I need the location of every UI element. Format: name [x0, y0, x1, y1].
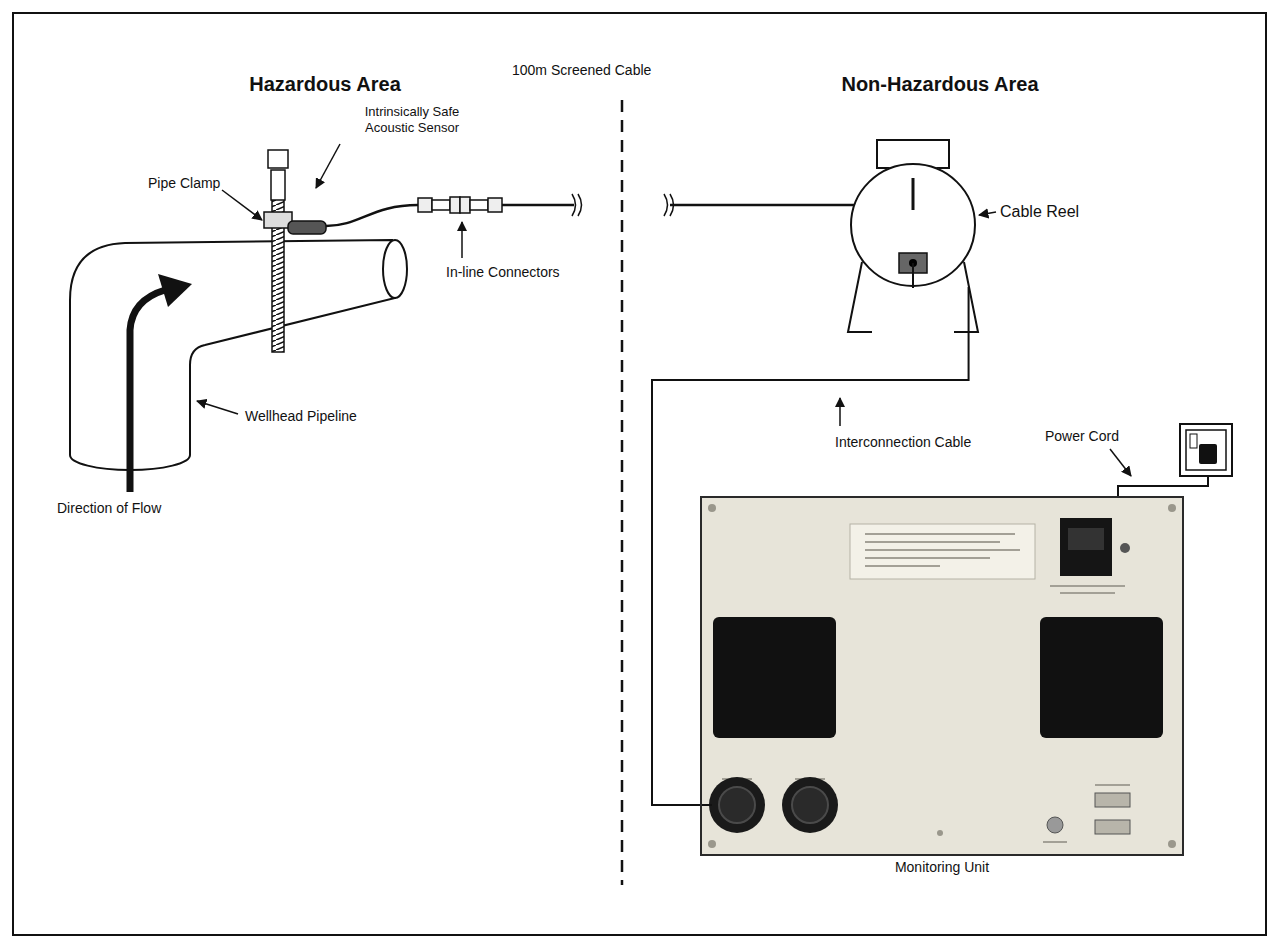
node-label: Monitoring Unit [702, 859, 1182, 876]
inline-connectors [432, 200, 450, 210]
pipe-clamp [271, 170, 285, 200]
screened-cable [572, 194, 576, 216]
leader-arrow [461, 222, 463, 258]
reel-outline [850, 163, 976, 287]
flow-arrow [158, 274, 192, 307]
monitoring-panel [865, 533, 1015, 535]
callout-label: Intrinsically Safe Acoustic Sensor [352, 104, 472, 135]
monitoring-panel [1095, 784, 1130, 786]
cable-reel-drawing [912, 263, 914, 288]
monitoring-unit: Monitoring Unit [700, 496, 1184, 856]
acoustic-sensor [288, 221, 326, 234]
screened-cable [664, 194, 668, 216]
wellhead-pipe [70, 240, 407, 470]
monitoring-panel [1095, 793, 1130, 807]
power-socket [1190, 434, 1197, 448]
leader-arrow [316, 144, 340, 188]
monitoring-panel [865, 557, 990, 559]
callout-label: Power Cord [1045, 428, 1119, 445]
acoustic-sensor [288, 205, 418, 234]
callout-label: Wellhead Pipeline [245, 408, 357, 425]
cable-reel-drawing [954, 262, 978, 332]
screened-cable [502, 194, 854, 216]
leader-arrow [197, 401, 238, 414]
monitoring-panel [865, 565, 940, 567]
monitoring-panel [708, 840, 716, 848]
wellhead-pipe [70, 240, 395, 470]
leader-arrow [979, 212, 996, 215]
monitoring-panel [1060, 518, 1112, 576]
monitoring-panel [1095, 820, 1130, 834]
monitoring-panel [700, 804, 712, 806]
inline-connectors [470, 200, 488, 210]
monitoring-panel [1060, 592, 1115, 594]
leader-arrow [222, 190, 262, 220]
screened-cable [670, 204, 854, 207]
cable-reel: Cable Reel [850, 163, 1087, 287]
area-divider [621, 100, 624, 885]
callout-label: Interconnection Cable [835, 434, 971, 451]
area-heading: Hazardous Area [249, 72, 401, 96]
monitoring-panel [1120, 543, 1130, 553]
power-socket [1180, 424, 1232, 476]
wellhead-pipe [383, 240, 407, 298]
cable-reel-drawing [848, 140, 978, 332]
leader-arrow [197, 144, 1131, 476]
monitoring-panel [782, 777, 838, 833]
callout-label: Direction of Flow [57, 500, 161, 517]
monitoring-panel [708, 504, 716, 512]
frame [13, 13, 1266, 935]
monitoring-panel [713, 617, 836, 738]
monitoring-panel [1068, 528, 1104, 550]
monitoring-panel [700, 496, 1184, 856]
monitoring-panel [937, 830, 943, 836]
flow-arrow [130, 290, 165, 492]
inline-connectors [488, 198, 502, 212]
acoustic-sensor [326, 205, 418, 226]
inline-connectors [450, 197, 460, 213]
monitoring-panel [850, 524, 1035, 579]
monitoring-panel [719, 787, 755, 823]
monitoring-panel [1050, 585, 1125, 587]
monitoring-panel [1168, 504, 1176, 512]
monitoring-panel [1040, 617, 1163, 738]
screened-cable [578, 194, 582, 216]
node-label: Cable Reel [1000, 202, 1079, 221]
cable-reel-drawing [912, 178, 915, 210]
leader-arrow [839, 398, 841, 426]
monitoring-panel [865, 541, 1000, 543]
pipe-clamp [268, 150, 288, 168]
reel-outline [851, 164, 975, 286]
power-socket [1186, 430, 1226, 470]
power-socket [1199, 444, 1217, 464]
monitoring-panel [865, 549, 1020, 551]
screened-cable [502, 204, 574, 207]
area-heading: Non-Hazardous Area [841, 72, 1038, 96]
cable-connector [652, 287, 969, 805]
inline-connectors [460, 197, 470, 213]
pipe-clamp [264, 150, 292, 352]
power-socket [1118, 424, 1232, 496]
monitoring-panel [1043, 841, 1067, 843]
callout-label: In-line Connectors [446, 264, 560, 281]
monitoring-panel [1168, 840, 1176, 848]
callout-label: 100m Screened Cable [512, 62, 651, 79]
cable-reel-drawing [851, 163, 975, 287]
monitoring-panel [1047, 817, 1063, 833]
callout-label: Pipe Clamp [148, 175, 220, 192]
inline-connectors [418, 198, 432, 212]
monitoring-panel [792, 787, 828, 823]
cable-reel-drawing [848, 262, 872, 332]
flow-arrow [130, 274, 192, 492]
leader-arrow [1110, 449, 1131, 476]
monitoring-panel [709, 777, 765, 833]
inline-connectors [418, 197, 502, 213]
monitoring-panel [700, 496, 1184, 856]
